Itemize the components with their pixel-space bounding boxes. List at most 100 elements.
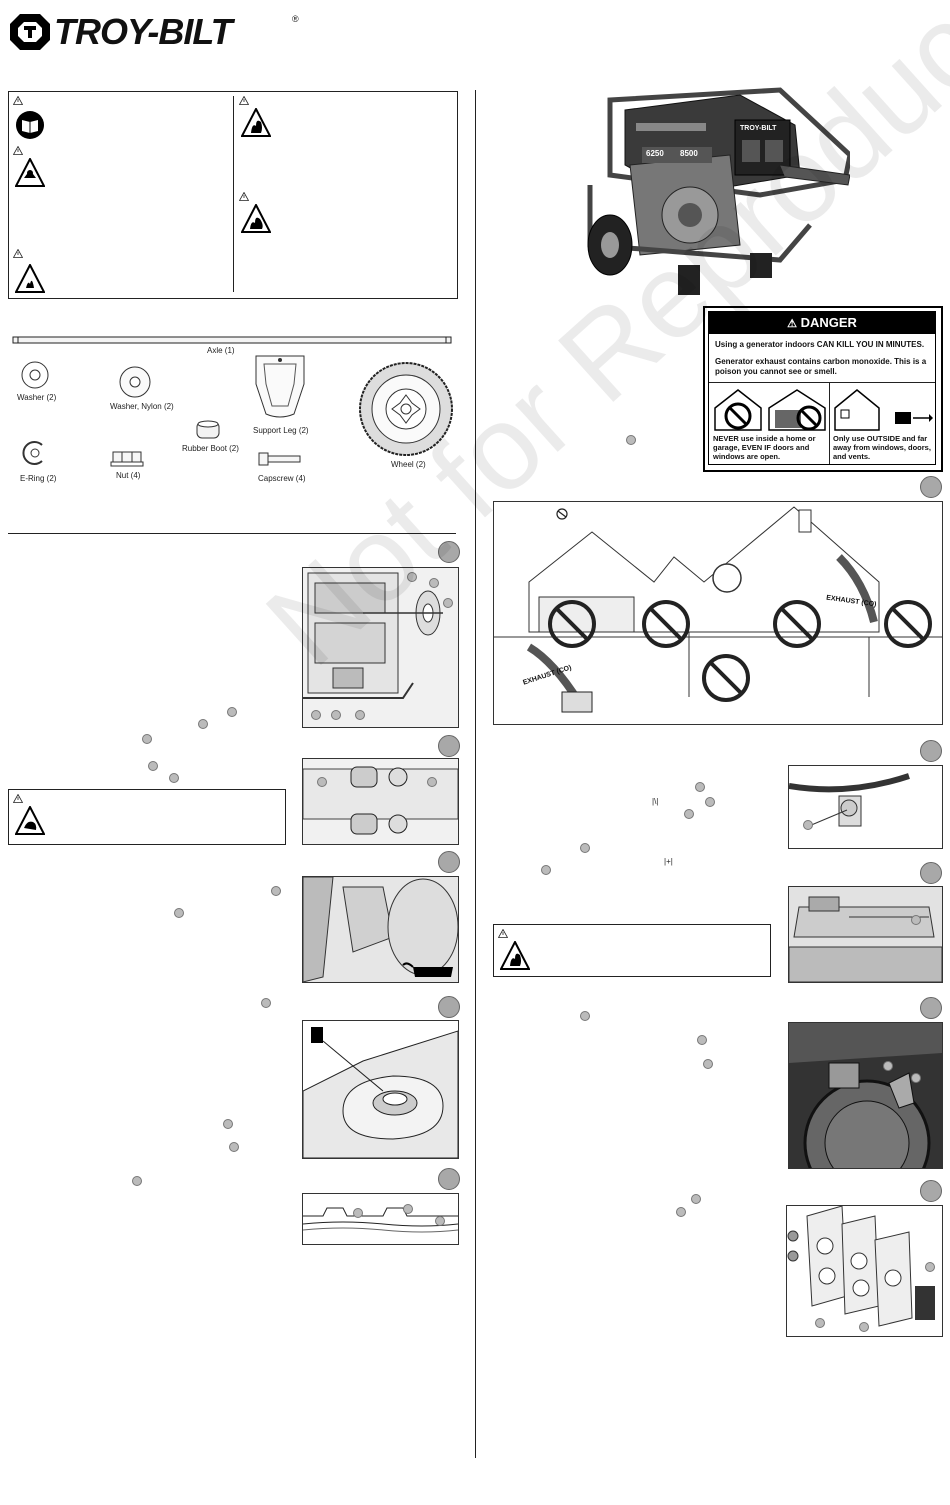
read-manual-icon <box>16 111 44 139</box>
washer-image <box>21 361 49 389</box>
danger-divider <box>829 382 830 464</box>
generator-illustration: TROY-BILT 6250 8500 <box>580 85 853 300</box>
callout-marker <box>198 719 208 729</box>
callout-marker <box>435 1216 445 1226</box>
callout-marker <box>227 707 237 717</box>
nut-image <box>110 451 144 467</box>
callout-marker <box>697 1035 707 1045</box>
step-marker <box>438 996 460 1018</box>
callout-marker <box>271 886 281 896</box>
part-label-washer: Washer (2) <box>17 393 57 402</box>
callout-marker <box>148 761 158 771</box>
danger-header: ⚠ DANGER <box>709 312 935 334</box>
part-label-e-ring: E-Ring (2) <box>20 474 57 483</box>
washer-nylon-image <box>119 366 151 398</box>
part-label-rubber-boot: Rubber Boot (2) <box>182 444 239 453</box>
danger-line-1: Using a generator indoors CAN KILL YOU I… <box>715 340 925 349</box>
warning-triangle-icon <box>13 146 23 155</box>
logo-registered-mark: ® <box>292 14 299 24</box>
generator-brand-text: TROY-BILT <box>740 125 777 132</box>
logo-octagon-icon <box>10 14 50 50</box>
callout-marker <box>353 1208 363 1218</box>
figure-fuel-valve <box>788 765 943 849</box>
off-symbol: |\| <box>652 797 659 806</box>
callout-marker <box>815 1318 825 1328</box>
callout-marker <box>132 1176 142 1186</box>
part-label-wheel: Wheel (2) <box>391 460 426 469</box>
brand-logo: TROY-BILT ® <box>8 11 308 52</box>
step-marker <box>438 541 460 563</box>
callout-marker <box>925 1262 935 1272</box>
danger-label-inner: ⚠ DANGER Using a generator indoors CAN K… <box>708 311 936 465</box>
callout-marker <box>443 598 453 608</box>
electrocution-hazard-icon <box>15 158 45 187</box>
warning-triangle-icon <box>498 929 508 938</box>
figure-rubber-boots <box>302 758 459 845</box>
step-marker <box>438 735 460 757</box>
callout-marker <box>403 1204 413 1214</box>
part-label-washer-nylon: Washer, Nylon (2) <box>110 402 174 411</box>
danger-line-2: Generator exhaust contains carbon monoxi… <box>715 357 927 376</box>
part-label-nut: Nut (4) <box>116 471 141 480</box>
hot-surface-hazard-icon <box>15 264 45 293</box>
e-ring-image <box>22 441 43 465</box>
callout-marker <box>883 1061 893 1071</box>
danger-divider <box>709 382 935 383</box>
step-marker <box>920 862 942 884</box>
part-label-capscrew: Capscrew (4) <box>258 474 306 483</box>
step-marker <box>920 740 942 762</box>
callout-marker <box>911 915 921 925</box>
callout-marker <box>580 843 590 853</box>
callout-marker <box>229 1142 239 1152</box>
danger-header-text: DANGER <box>800 315 857 330</box>
figure-fuel-level <box>302 1193 459 1245</box>
figure-outlets <box>786 1205 943 1337</box>
wheel-image <box>359 362 453 456</box>
callout-marker <box>169 773 179 783</box>
part-label-support-leg: Support Leg (2) <box>253 426 309 435</box>
indoor-prohibited-icon <box>714 389 826 431</box>
callout-marker <box>541 865 551 875</box>
callout-marker <box>174 908 184 918</box>
safety-warning-box <box>8 91 458 299</box>
danger-caption-right: Only use OUTSIDE and far away from windo… <box>833 434 931 461</box>
callout-marker <box>331 710 341 720</box>
support-leg-image <box>255 355 305 418</box>
callout-marker <box>691 1194 701 1204</box>
callout-marker <box>911 1073 921 1083</box>
callout-marker <box>429 578 439 588</box>
step-marker <box>920 997 942 1019</box>
column-divider <box>233 96 234 292</box>
step-marker <box>438 851 460 873</box>
callout-marker <box>355 710 365 720</box>
pinch-hazard-icon <box>15 806 45 835</box>
outdoor-use-icon <box>834 389 933 431</box>
callout-marker <box>427 777 437 787</box>
danger-label: ⚠ DANGER Using a generator indoors CAN K… <box>703 306 943 472</box>
danger-triangle-icon: ⚠ <box>787 318 797 330</box>
callout-marker <box>703 1059 713 1069</box>
figure-wheel-assembly <box>302 567 459 728</box>
figure-oil-fill <box>302 876 459 983</box>
plus-symbol: |+| <box>664 857 673 866</box>
figure-recoil-start <box>788 1022 943 1169</box>
warning-triangle-icon <box>239 192 249 201</box>
warning-triangle-icon <box>13 96 23 105</box>
callout-marker <box>684 809 694 819</box>
callout-marker <box>695 782 705 792</box>
logo-wordmark: TROY-BILT <box>54 11 233 52</box>
step-marker <box>920 476 942 498</box>
section-divider <box>8 533 456 534</box>
page-column-divider <box>475 90 476 1458</box>
generator-running-watts: 6250 <box>646 149 664 158</box>
fire-hazard-icon <box>241 108 271 137</box>
warning-box-hand <box>8 789 286 845</box>
figure-co-house-diagram: EXHAUST (CO) EXHAUST (CO) <box>493 501 943 725</box>
callout-marker <box>705 797 715 807</box>
warning-triangle-icon <box>13 794 23 803</box>
callout-marker <box>580 1011 590 1021</box>
warning-box-fuel <box>493 924 771 977</box>
callout-marker <box>626 435 636 445</box>
callout-marker <box>311 710 321 720</box>
callout-marker <box>317 777 327 787</box>
